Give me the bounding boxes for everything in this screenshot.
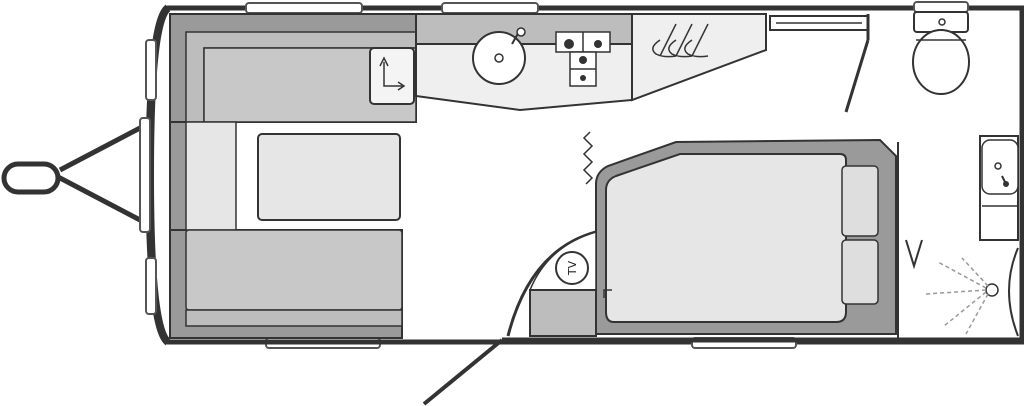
bed-pillow-upper <box>841 165 879 237</box>
window-front-lower <box>145 257 157 315</box>
window-front-upper <box>145 39 157 101</box>
tow-hitch <box>1 125 142 223</box>
washbasin-icon <box>979 135 1019 241</box>
window-top-front <box>245 2 363 14</box>
washroom-door <box>844 39 870 113</box>
shower-icon <box>925 247 1019 337</box>
bed-pillow-lower <box>841 239 879 305</box>
sofa-seat-lower <box>185 229 403 311</box>
sofa-seat-front <box>185 121 237 231</box>
hitch-coupling <box>1 161 61 195</box>
hob-icon <box>555 31 611 87</box>
front-lounge <box>169 13 417 339</box>
tv-unit: TV <box>506 230 597 337</box>
hanger-icon <box>652 23 709 58</box>
vent-mark <box>905 239 923 270</box>
bed-mattress <box>605 153 847 323</box>
tv-icon: TV <box>555 251 589 285</box>
window-front-middle <box>139 117 151 233</box>
entry-door <box>422 338 504 406</box>
window-top-kitchen <box>441 2 539 14</box>
sink-icon <box>472 27 526 85</box>
bedroom <box>595 138 897 335</box>
window-top-washroom <box>913 1 969 13</box>
turn-arrow-icon <box>383 62 404 87</box>
toilet-icon <box>912 11 970 95</box>
tv-cabinet <box>529 289 597 337</box>
corner-cupboard <box>369 47 415 105</box>
heater-icon <box>582 131 594 185</box>
kitchen <box>415 13 767 112</box>
lounge-table <box>257 133 401 221</box>
tv-label: TV <box>566 260 579 276</box>
overhead-shelf <box>769 15 869 31</box>
